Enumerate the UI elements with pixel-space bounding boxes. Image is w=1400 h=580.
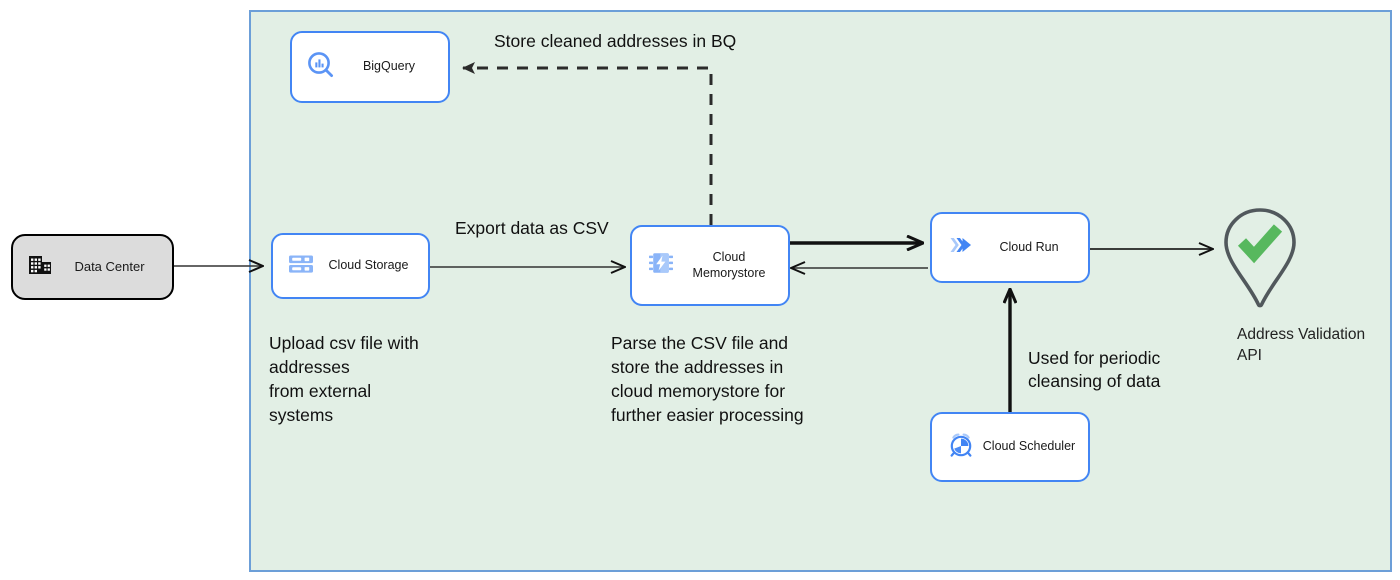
- node-bigquery[interactable]: BigQuery: [290, 31, 450, 103]
- cloud-scheduler-icon: [946, 430, 976, 465]
- node-bigquery-label: BigQuery: [362, 59, 416, 74]
- cloud-storage-icon: [287, 250, 315, 283]
- edge-label-periodic-cleansing: Used for periodic cleansing of data: [1028, 348, 1161, 392]
- node-cloud-memorystore-label: Cloud Memorystore: [692, 249, 766, 280]
- cloud-run-icon: [946, 230, 976, 265]
- node-cloud-scheduler[interactable]: Cloud Scheduler: [930, 412, 1090, 482]
- bigquery-icon: [306, 50, 336, 85]
- cloud-memorystore-icon: [646, 248, 676, 283]
- edge-label-store-in-bq: Store cleaned addresses in BQ: [494, 31, 737, 51]
- node-cloud-memorystore[interactable]: Cloud Memorystore: [630, 225, 790, 306]
- note-parse-csv: Parse the CSV file and store the address…: [611, 333, 804, 426]
- node-cloud-run[interactable]: Cloud Run: [930, 212, 1090, 283]
- edge-label-export-csv: Export data as CSV: [455, 218, 609, 238]
- node-address-validation-api[interactable]: [1220, 206, 1300, 315]
- data-center-icon: [27, 252, 53, 283]
- node-data-center-label: Data Center: [74, 258, 145, 274]
- node-cloud-storage[interactable]: Cloud Storage: [271, 233, 430, 299]
- node-cloud-scheduler-label: Cloud Scheduler: [982, 439, 1076, 454]
- node-cloud-storage-label: Cloud Storage: [328, 258, 409, 273]
- note-upload-csv: Upload csv file with addresses from exte…: [269, 333, 419, 426]
- node-address-validation-api-label: Address Validation API: [1237, 326, 1366, 364]
- node-data-center[interactable]: Data Center: [11, 234, 174, 300]
- node-cloud-run-label: Cloud Run: [999, 239, 1059, 254]
- map-pin-check-icon: [1220, 208, 1300, 314]
- google-cloud-zone: [249, 10, 1392, 572]
